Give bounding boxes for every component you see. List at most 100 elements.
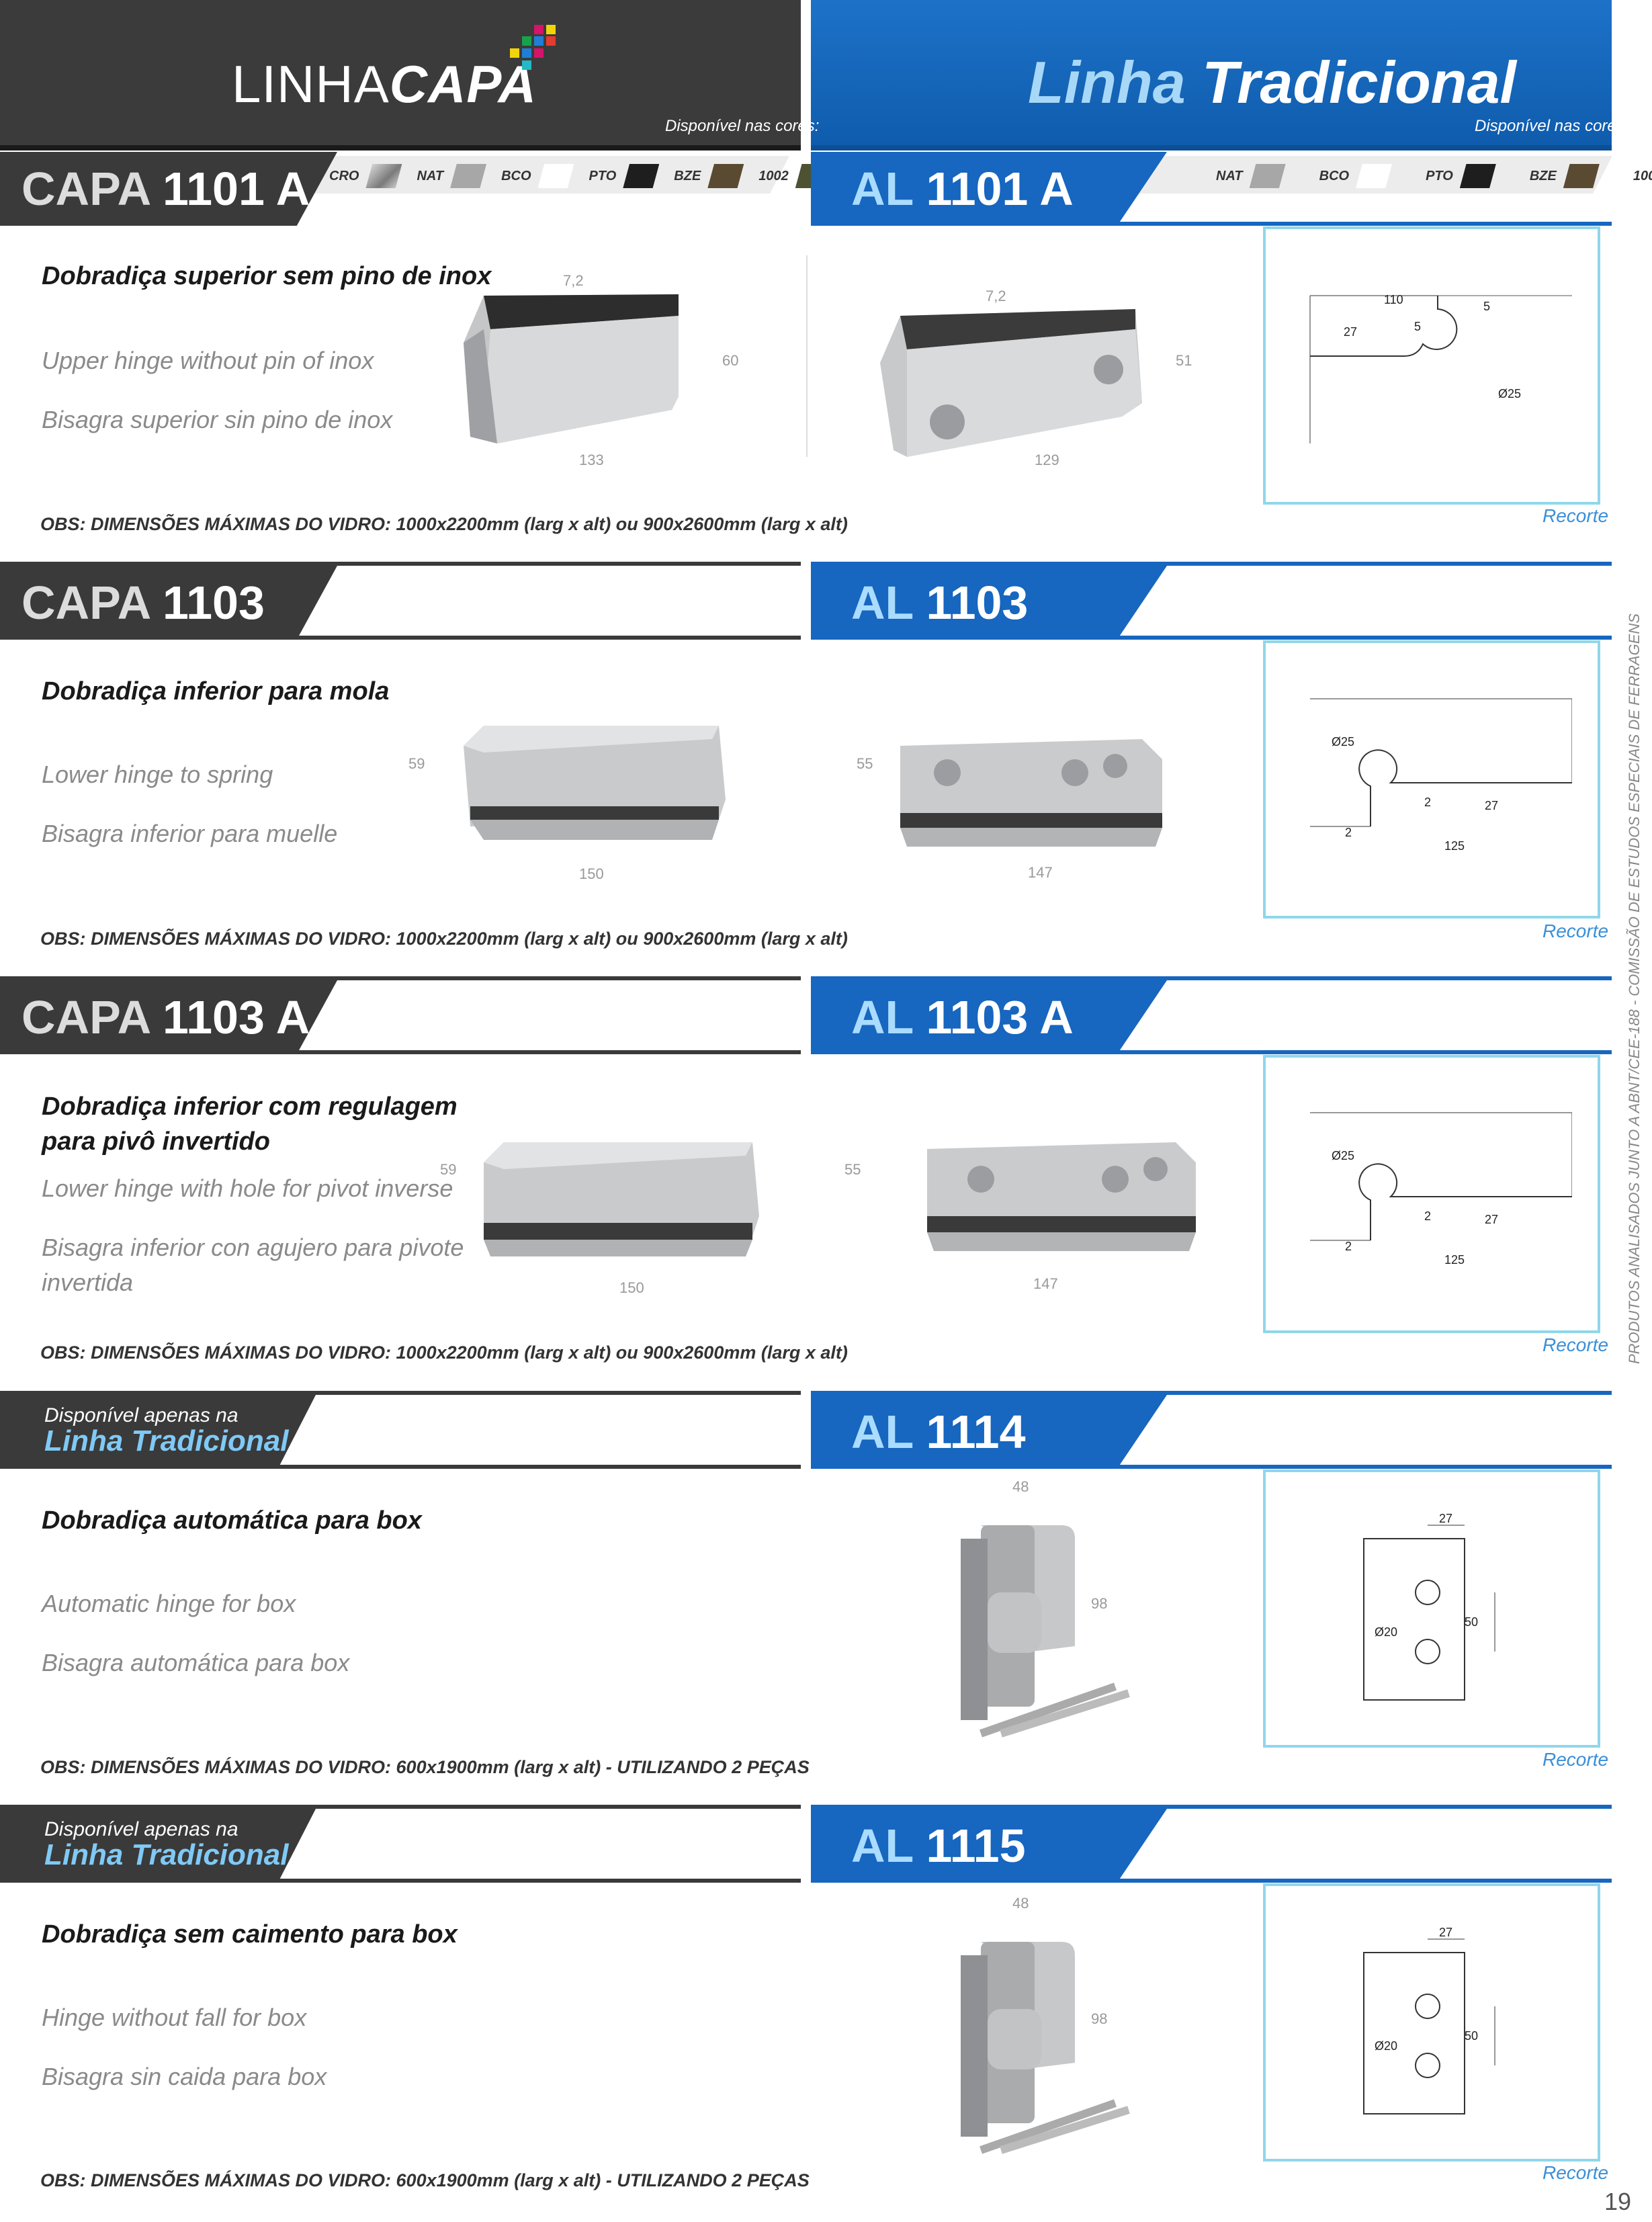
product-subtitle-en: Upper hinge without pin of inox [42,347,374,374]
product-subtitle-en: Automatic hinge for box [42,1590,296,1617]
cut-dim-c: 50 [1465,1615,1478,1629]
product-code: 1103 [163,576,265,629]
dim-width: 129 [1035,452,1059,468]
swatch-label-nat: NAT [417,168,444,183]
available-colors-left: Disponível nas cores: [665,117,820,135]
section-rule [0,1391,801,1395]
product-title-line1: Dobradiça inferior com regulagem [42,1093,458,1121]
logo-bold-text: Tradicional [1202,49,1516,116]
cut-dim-e: 125 [1444,839,1465,853]
capa-1103-header: CAPA 1103 [0,566,337,640]
product-subtitle-es: Bisagra superior sin pino de inox [42,406,393,433]
obs-note: OBS: DIMENSÕES MÁXIMAS DO VIDRO: 600x190… [40,2170,810,2190]
only-available-text: Disponível apenas na [44,1818,238,1840]
cutout-drawing-1103a: Ø25 2 27 2 125 [1310,1112,1572,1267]
only-available-line: Linha Tradicional [44,1838,289,1871]
dim-height: 55 [857,755,873,772]
cutout-drawing-box [1263,226,1600,505]
al-1101a-hinge-image [880,309,1142,457]
swatch-label-1002: 1002 [1633,168,1652,183]
dim-width: 147 [1028,864,1053,881]
linha-capa-banner [0,0,801,145]
cut-dim-d: 2 [1345,1240,1352,1253]
cutout-drawing-box [1263,640,1600,918]
product-code: 1114 [926,1406,1026,1458]
only-traditional-header: Disponível apenas na Linha Tradicional [0,1809,316,1883]
series-prefix: CAPA [21,991,150,1043]
cut-dim-c: 27 [1485,799,1498,812]
swatch-list-capa: CRO NAT BCO PTO BZE 1002 [329,164,832,188]
cut-dim-a: Ø25 [1332,1149,1354,1162]
recorte-label: Recorte [1542,921,1609,941]
product-title: Dobradiça superior sem pino de inox [42,262,492,290]
cut-dim-b: Ø20 [1375,1625,1397,1639]
only-available-text: Disponível apenas na [44,1404,238,1426]
section-rule [811,1391,1612,1395]
section-rule [0,562,801,566]
cutout-drawing-box [1263,1883,1600,2162]
section-rule [0,976,801,980]
cut-dim-e: 125 [1444,1253,1465,1267]
capa-1101a-hinge-image [464,294,679,443]
al-1103a-hinge-image [927,1142,1196,1251]
banner-rule-left [0,145,801,151]
section-rule [0,1050,801,1054]
dim-width: 147 [1033,1275,1058,1292]
section-rule [811,1050,1612,1054]
swatch-list-trad: NAT BCO PTO BZE 1002 [1216,164,1652,188]
swatch-bze [1563,164,1600,188]
al-1114-header: AL 1114 [811,1395,1167,1469]
banner-rule-right [811,145,1612,151]
cutout-drawing-1103: Ø25 2 27 2 125 [1310,698,1572,853]
swatch-label-nat: NAT [1216,168,1243,183]
series-prefix: AL [851,163,914,215]
page-number: 19 [1604,2188,1632,2215]
product-code: 1101 A [163,163,310,215]
al-1103-hinge-image [900,739,1162,847]
series-prefix: AL [851,991,914,1043]
capa-1103a-header: CAPA 1103 A [0,980,337,1054]
swatch-label-1002: 1002 [758,168,789,183]
cutout-drawing-1101a: 110 5 27 5 Ø25 [1309,293,1572,443]
section-rule [0,636,801,640]
dim-width: 133 [579,452,604,468]
section-rule [811,222,1612,226]
swatch-nat [450,164,487,188]
product-title: Dobradiça sem caimento para box [42,1920,458,1949]
series-prefix: AL [851,1406,914,1458]
swatch-label-bco: BCO [1319,168,1350,183]
product-subtitle-en: Hinge without fall for box [42,2004,307,2031]
swatch-pto [623,164,660,188]
dim-top: 7,2 [986,288,1006,304]
cut-dim-b: 2 [1424,796,1431,809]
al-1114-hinge-image [961,1525,1130,1738]
obs-note: OBS: DIMENSÕES MÁXIMAS DO VIDRO: 1000x22… [40,514,848,534]
swatch-label-bze: BZE [1529,168,1557,183]
swatch-bco [537,164,574,188]
available-colors-right: Disponível nas cores: [1475,117,1629,135]
product-code: 1103 A [163,991,310,1043]
product-subtitle-es: Bisagra sin caida para box [42,2063,327,2090]
capa-1103-hinge-image [464,726,726,840]
linha-tradicional-banner [811,0,1612,145]
cut-dim-d: 2 [1345,826,1352,839]
series-prefix: AL [851,1820,914,1872]
obs-note: OBS: DIMENSÕES MÁXIMAS DO VIDRO: 1000x22… [40,929,848,949]
recorte-label: Recorte [1542,1334,1609,1355]
swatch-bco [1356,164,1393,188]
cutout-drawing-1115: 27 Ø20 50 [1363,1926,1495,2114]
product-subtitle-en: Lower hinge with hole for pivot inverse [42,1174,453,1202]
dim-height: 55 [844,1161,861,1178]
cut-dim-c: 27 [1485,1213,1498,1226]
only-traditional-header: Disponível apenas na Linha Tradicional [0,1395,316,1469]
cut-dim-e: Ø25 [1498,387,1521,400]
al-1103-header: AL 1103 [811,566,1167,640]
product-code: 1103 [926,576,1029,629]
al-1103a-header: AL 1103 A [811,980,1167,1054]
cut-dim-a: 27 [1439,1512,1452,1525]
cutout-drawing-box [1263,1055,1600,1333]
section-rule [0,1879,801,1883]
linha-capa-logo: LINHACAPA [232,54,537,115]
cut-dim-a: Ø25 [1332,735,1354,749]
logo-bold-text: CAPA [389,54,537,114]
